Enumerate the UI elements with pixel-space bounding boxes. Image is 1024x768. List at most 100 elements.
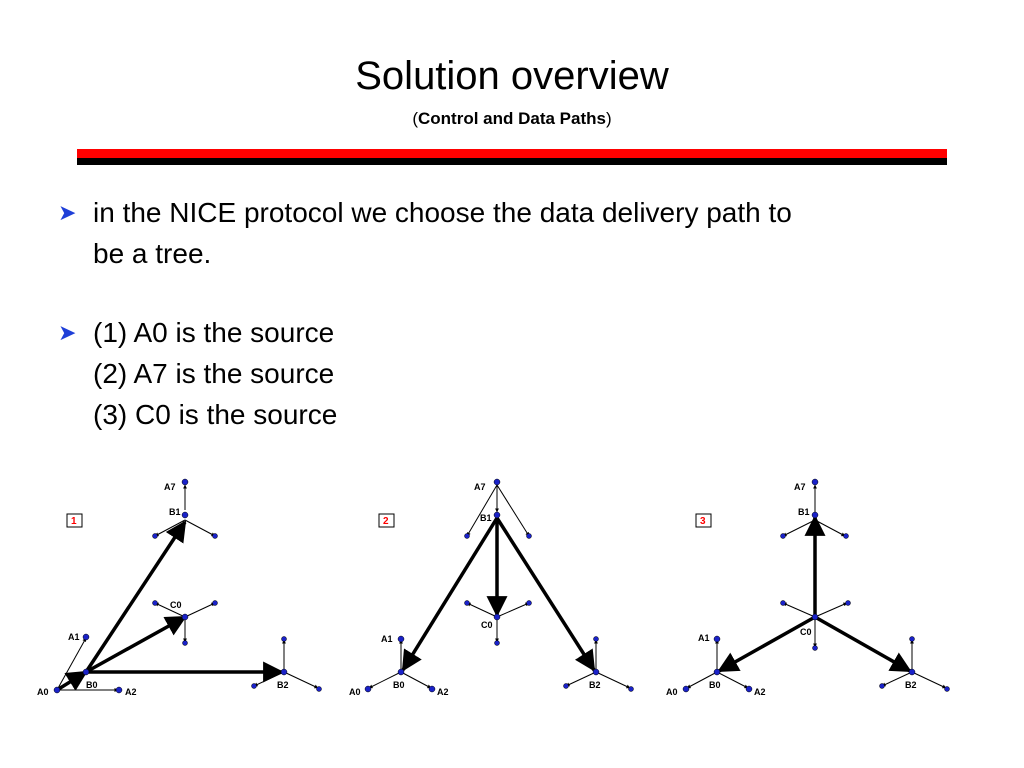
node-leaf <box>464 533 470 539</box>
label-a0: A0 <box>349 687 361 697</box>
node-b0 <box>82 668 90 676</box>
node-leaf <box>316 686 322 692</box>
edge-b2-leaf <box>595 671 631 689</box>
panel-number-box <box>695 513 712 528</box>
bullet-nice-protocol: ➤ in the NICE protocol we choose the dat… <box>58 192 958 274</box>
edge-b1-leaf <box>782 519 816 537</box>
node-leaf <box>212 600 218 606</box>
node-a1 <box>397 635 405 643</box>
edge-b0-a0 <box>368 671 402 689</box>
panel-number: 2 <box>383 516 389 527</box>
node-leaf <box>944 686 950 692</box>
edge-b1-leaf <box>184 519 216 537</box>
edge-b0-b1-thick <box>84 520 187 673</box>
label-c0: C0 <box>481 620 493 630</box>
node-leaf <box>526 600 532 606</box>
slide-title: Solution overview <box>355 54 669 98</box>
bullet-text: in the NICE protocol we choose the data … <box>93 192 958 274</box>
node-leaf <box>563 683 569 689</box>
node-leaf <box>780 533 786 539</box>
node-leaf <box>494 640 500 646</box>
edge-b2-leaf <box>565 671 597 687</box>
label-c0: C0 <box>800 627 812 637</box>
bullet-line: (3) C0 is the source <box>93 399 338 430</box>
edge-b2-leaf <box>911 671 947 689</box>
label-a1: A1 <box>381 634 393 644</box>
node-b2 <box>592 668 600 676</box>
node-b2 <box>280 668 288 676</box>
edge-b1-b0-thick <box>401 517 499 672</box>
label-b2: B2 <box>277 680 289 690</box>
label-a7: A7 <box>164 482 176 492</box>
node-a1 <box>82 633 90 641</box>
bullet-line: (1) A0 is the source <box>93 317 335 348</box>
edge-a7-leaf <box>496 484 530 537</box>
subtitle-bold-text: Control and Data Paths <box>418 109 606 128</box>
red-divider <box>77 149 947 158</box>
edge-b0-a2 <box>400 671 432 689</box>
edge-b0-a2 <box>716 671 749 689</box>
edge-b0-a0 <box>686 671 718 689</box>
edge-c0-leaf <box>782 602 816 618</box>
label-b0: B0 <box>393 680 405 690</box>
edge-a0-b0-thick <box>56 670 88 692</box>
node-a2 <box>428 685 436 693</box>
node-leaf <box>593 636 599 642</box>
arrow-bullet-icon: ➤ <box>58 320 77 345</box>
bullet-sources: ➤ (1) A0 is the source (2) A7 is the sou… <box>58 312 958 435</box>
node-a2 <box>115 686 123 694</box>
label-a0: A0 <box>37 687 49 697</box>
node-a2 <box>745 685 753 693</box>
panel-number: 1 <box>71 516 77 527</box>
panel-number-box <box>378 513 395 528</box>
edge-b0-c0-thick <box>85 615 187 674</box>
node-leaf <box>281 636 287 642</box>
node-c0 <box>181 613 189 621</box>
node-leaf <box>812 645 818 651</box>
node-leaf <box>152 600 158 606</box>
edge-c0-leaf <box>184 602 216 618</box>
label-a1: A1 <box>698 633 710 643</box>
edge-c0-leaf <box>814 602 848 618</box>
node-leaf <box>152 533 158 539</box>
edge-b1-leaf <box>814 519 846 537</box>
node-b1 <box>811 511 819 519</box>
node-leaf <box>251 683 257 689</box>
node-leaf <box>526 533 532 539</box>
node-a7 <box>493 478 501 486</box>
black-divider <box>77 158 947 165</box>
node-leaf <box>843 533 849 539</box>
node-b0 <box>713 668 721 676</box>
bullet-line: in the NICE protocol we choose the data … <box>93 197 792 228</box>
edge-c0-leaf <box>154 602 186 618</box>
label-b1: B1 <box>480 513 492 523</box>
label-a2: A2 <box>125 687 137 697</box>
node-a0 <box>682 685 690 693</box>
label-b1: B1 <box>798 507 810 517</box>
subtitle-open-paren: ( <box>412 109 419 128</box>
node-leaf <box>780 600 786 606</box>
panel-number-box <box>66 513 83 528</box>
edge-b1-b2-thick <box>495 517 596 672</box>
edge-b2-leaf <box>283 671 319 689</box>
node-leaf <box>464 600 470 606</box>
subtitle-close-paren: ) <box>605 109 612 128</box>
node-leaf <box>879 683 885 689</box>
edge-c0-b0-thick <box>717 615 816 673</box>
slide-subtitle: (Control and Data Paths) <box>0 108 1024 130</box>
arrow-bullet-icon: ➤ <box>58 200 77 225</box>
label-b0: B0 <box>709 680 721 690</box>
label-a2: A2 <box>754 687 766 697</box>
label-c0: C0 <box>170 600 182 610</box>
node-b1 <box>181 511 189 519</box>
label-b0: B0 <box>86 680 98 690</box>
tree-diagrams: 1 <box>37 478 950 697</box>
label-a7: A7 <box>794 482 806 492</box>
edge-c0-leaf <box>466 602 498 618</box>
node-b0 <box>397 668 405 676</box>
node-leaf <box>909 636 915 642</box>
node-a7 <box>811 478 819 486</box>
node-leaf <box>845 600 851 606</box>
bullet-line: (2) A7 is the source <box>93 358 335 389</box>
node-leaf <box>182 640 188 646</box>
